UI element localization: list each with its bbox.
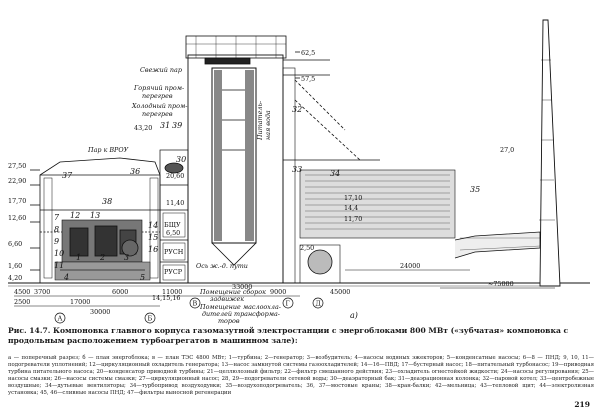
dim-17000: 17000 [70,298,90,306]
axis-b-circle [144,312,156,324]
dim-45000: 45000 [330,288,350,296]
num-9: 9 [54,237,59,246]
dim-30000: 30000 [90,308,110,316]
elev-14-4: 14,4 [344,204,358,212]
cross-section-drawing: Свежий пар Горячий пром- перегрев Холодн… [8,19,590,325]
elev-22-90: 22,90 [8,177,26,185]
num-2: 2 [99,253,105,262]
label-cold-reheat-cont: перегрев [142,110,173,118]
label-feedwater-cont: ная вода [264,110,272,140]
num-34: 34 [330,169,340,178]
axis-b: Б [148,315,153,323]
axis-a-circle [54,312,66,324]
elev-62-5: 62,5 [301,49,315,57]
axis-g: Г [286,300,290,308]
num-39: 39 [172,121,182,130]
num-16: 16 [148,245,158,254]
label-steam-vrou: Пар к ВРОУ [87,146,129,154]
dim-4500: 4500 [14,288,30,296]
figure-caption: Рис. 14.7. Компоновка главного корпуса г… [8,326,569,345]
dim-3700: 3700 [34,288,50,296]
elev-20-60: 20,60 [166,172,184,180]
num-14: 14 [148,221,158,230]
dim-33000: 33000 [232,283,252,291]
num-31: 31 [160,121,170,130]
num-35: 35 [470,185,480,194]
page-number: 219 [574,400,590,409]
dim-24000: 24000 [400,262,420,270]
elev-11-70: 11,70 [344,215,362,223]
num-10: 10 [54,249,64,258]
num-36: 36 [130,167,140,176]
elev-17-10: 17,10 [344,194,362,202]
num-33: 33 [292,165,302,174]
elev-11-40: 11,40 [166,199,184,207]
axis-d: Д [316,300,321,308]
room-bshu: БЩУ [164,221,181,229]
room-rusr: РУСР [164,268,183,276]
num-15: 15 [148,233,158,242]
label-oil-cooler-room-3: торов [218,317,240,325]
label-feedwater: Питатель- [256,101,264,141]
num-5: 5 [140,273,145,282]
label-hot-reheat: Горячий пром- [133,84,184,92]
label-hot-reheat-cont: перегрев [142,92,173,100]
axis-v-circle [189,297,201,309]
dim-75000: ~75000 [488,280,514,288]
bay-note: 14,15,16 [152,294,180,302]
dim-11000: 11000 [162,288,182,296]
elev-4-20: 4,20 [8,274,22,282]
label-fresh-steam: Свежий пар [140,66,182,74]
elev-27-50: 27,50 [8,162,26,170]
dim-2500: 2500 [14,298,30,306]
figure-legend: а — поперечный разрез; б — план энергобл… [8,355,594,397]
label-valve-room-cont: задвижек [210,295,244,303]
elev-17-70: 17,70 [8,197,26,205]
num-11: 11 [54,261,64,270]
dim-6000: 6000 [112,288,128,296]
label-oil-cooler-room-2: дителей трансформа- [202,310,280,318]
elev-1-60: 1,60 [8,262,22,270]
axis-v: В [193,300,198,308]
elev-6-50: 6,50 [166,229,180,237]
num-3: 3 [124,253,129,262]
num-4: 4 [63,273,69,282]
label-cold-reheat: Холодный пром- [131,102,187,110]
room-rusn: РУСН [164,248,184,256]
num-37: 37 [62,171,73,180]
elev-43-20: 43,20 [134,124,152,132]
label-valve-room: Помещение сборок [199,288,266,296]
label-rail-axis: Ось ж.-д. пути [196,262,248,270]
num-12: 12 [70,211,80,220]
num-1: 1 [76,253,81,262]
label-oil-cooler-room: Помещение маслоохла- [199,303,281,311]
elev-2-50: 2,50 [300,244,314,252]
num-30: 30 [176,155,186,164]
elev-27-0: 27,0 [500,146,514,154]
dim-9000: 9000 [270,288,286,296]
axis-g-circle [282,297,294,309]
num-32: 32 [292,105,302,114]
subfig-label: а) [350,311,358,320]
num-38: 38 [102,197,112,206]
axis-d-circle [312,297,324,309]
elev-57-5: 57,5 [301,75,315,83]
elev-6-60: 6,60 [8,240,22,248]
axis-a: А [58,315,63,323]
num-13: 13 [90,211,100,220]
num-7: 7 [54,213,60,222]
elev-12-60: 12,60 [8,214,26,222]
num-8: 8 [54,225,59,234]
